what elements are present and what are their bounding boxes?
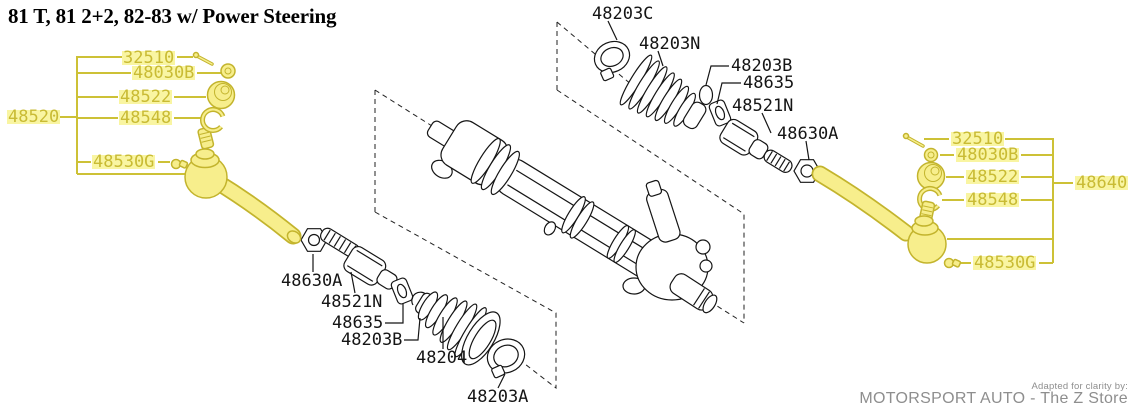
yellow-callout-lines	[59, 56, 1073, 264]
watermark-store-name: MOTORSPORT AUTO - The Z Store	[859, 390, 1128, 407]
part-label-48548-left[interactable]: 48548	[119, 108, 173, 128]
part-label-48530G-left[interactable]: 48530G	[92, 152, 156, 172]
part-label-48635-bottom[interactable]: 48635	[332, 313, 384, 333]
part-label-48520-assembly[interactable]: 48520	[7, 107, 61, 127]
part-label-48522-right[interactable]: 48522	[966, 167, 1020, 187]
lower-boot-assembly-illustration	[300, 227, 526, 379]
black-callout-lines	[205, 20, 810, 389]
part-label-48522-left[interactable]: 48522	[119, 87, 173, 107]
part-label-48640-assembly[interactable]: 48640	[1075, 173, 1129, 193]
part-label-48521N-bottom[interactable]: 48521N	[321, 292, 383, 312]
part-label-48630A-top[interactable]: 48630A	[777, 124, 839, 144]
watermark-credit-line: Adapted for clarity by:	[1031, 381, 1128, 392]
left-outer-tie-rod-illustration	[170, 51, 302, 245]
part-label-48203A-bottom[interactable]: 48203A	[467, 387, 529, 407]
part-label-48030B-right[interactable]: 48030B	[956, 145, 1020, 165]
part-label-48204-bottom[interactable]: 48204	[416, 348, 468, 368]
part-label-48203C-top[interactable]: 48203C	[592, 4, 654, 24]
right-outer-tie-rod-illustration	[811, 132, 962, 269]
steering-rack-illustration	[426, 120, 718, 314]
part-label-32510-left[interactable]: 32510	[122, 48, 176, 68]
part-label-48635-top[interactable]: 48635	[743, 73, 795, 93]
upper-boot-assembly-illustration	[593, 40, 821, 183]
part-label-48203B-top[interactable]: 48203B	[731, 56, 793, 76]
part-label-48203B-bottom[interactable]: 48203B	[341, 330, 403, 350]
part-label-48548-right[interactable]: 48548	[966, 190, 1020, 210]
part-label-48521N-top[interactable]: 48521N	[732, 96, 794, 116]
part-label-48203N-top[interactable]: 48203N	[639, 34, 701, 54]
part-label-32510-right[interactable]: 32510	[951, 129, 1005, 149]
page-title: 81 T, 81 2+2, 82-83 w/ Power Steering	[8, 4, 337, 28]
part-label-48630A-bottom[interactable]: 48630A	[281, 271, 343, 291]
part-label-48530G-right[interactable]: 48530G	[973, 253, 1037, 273]
part-label-48030B-left[interactable]: 48030B	[132, 63, 196, 83]
